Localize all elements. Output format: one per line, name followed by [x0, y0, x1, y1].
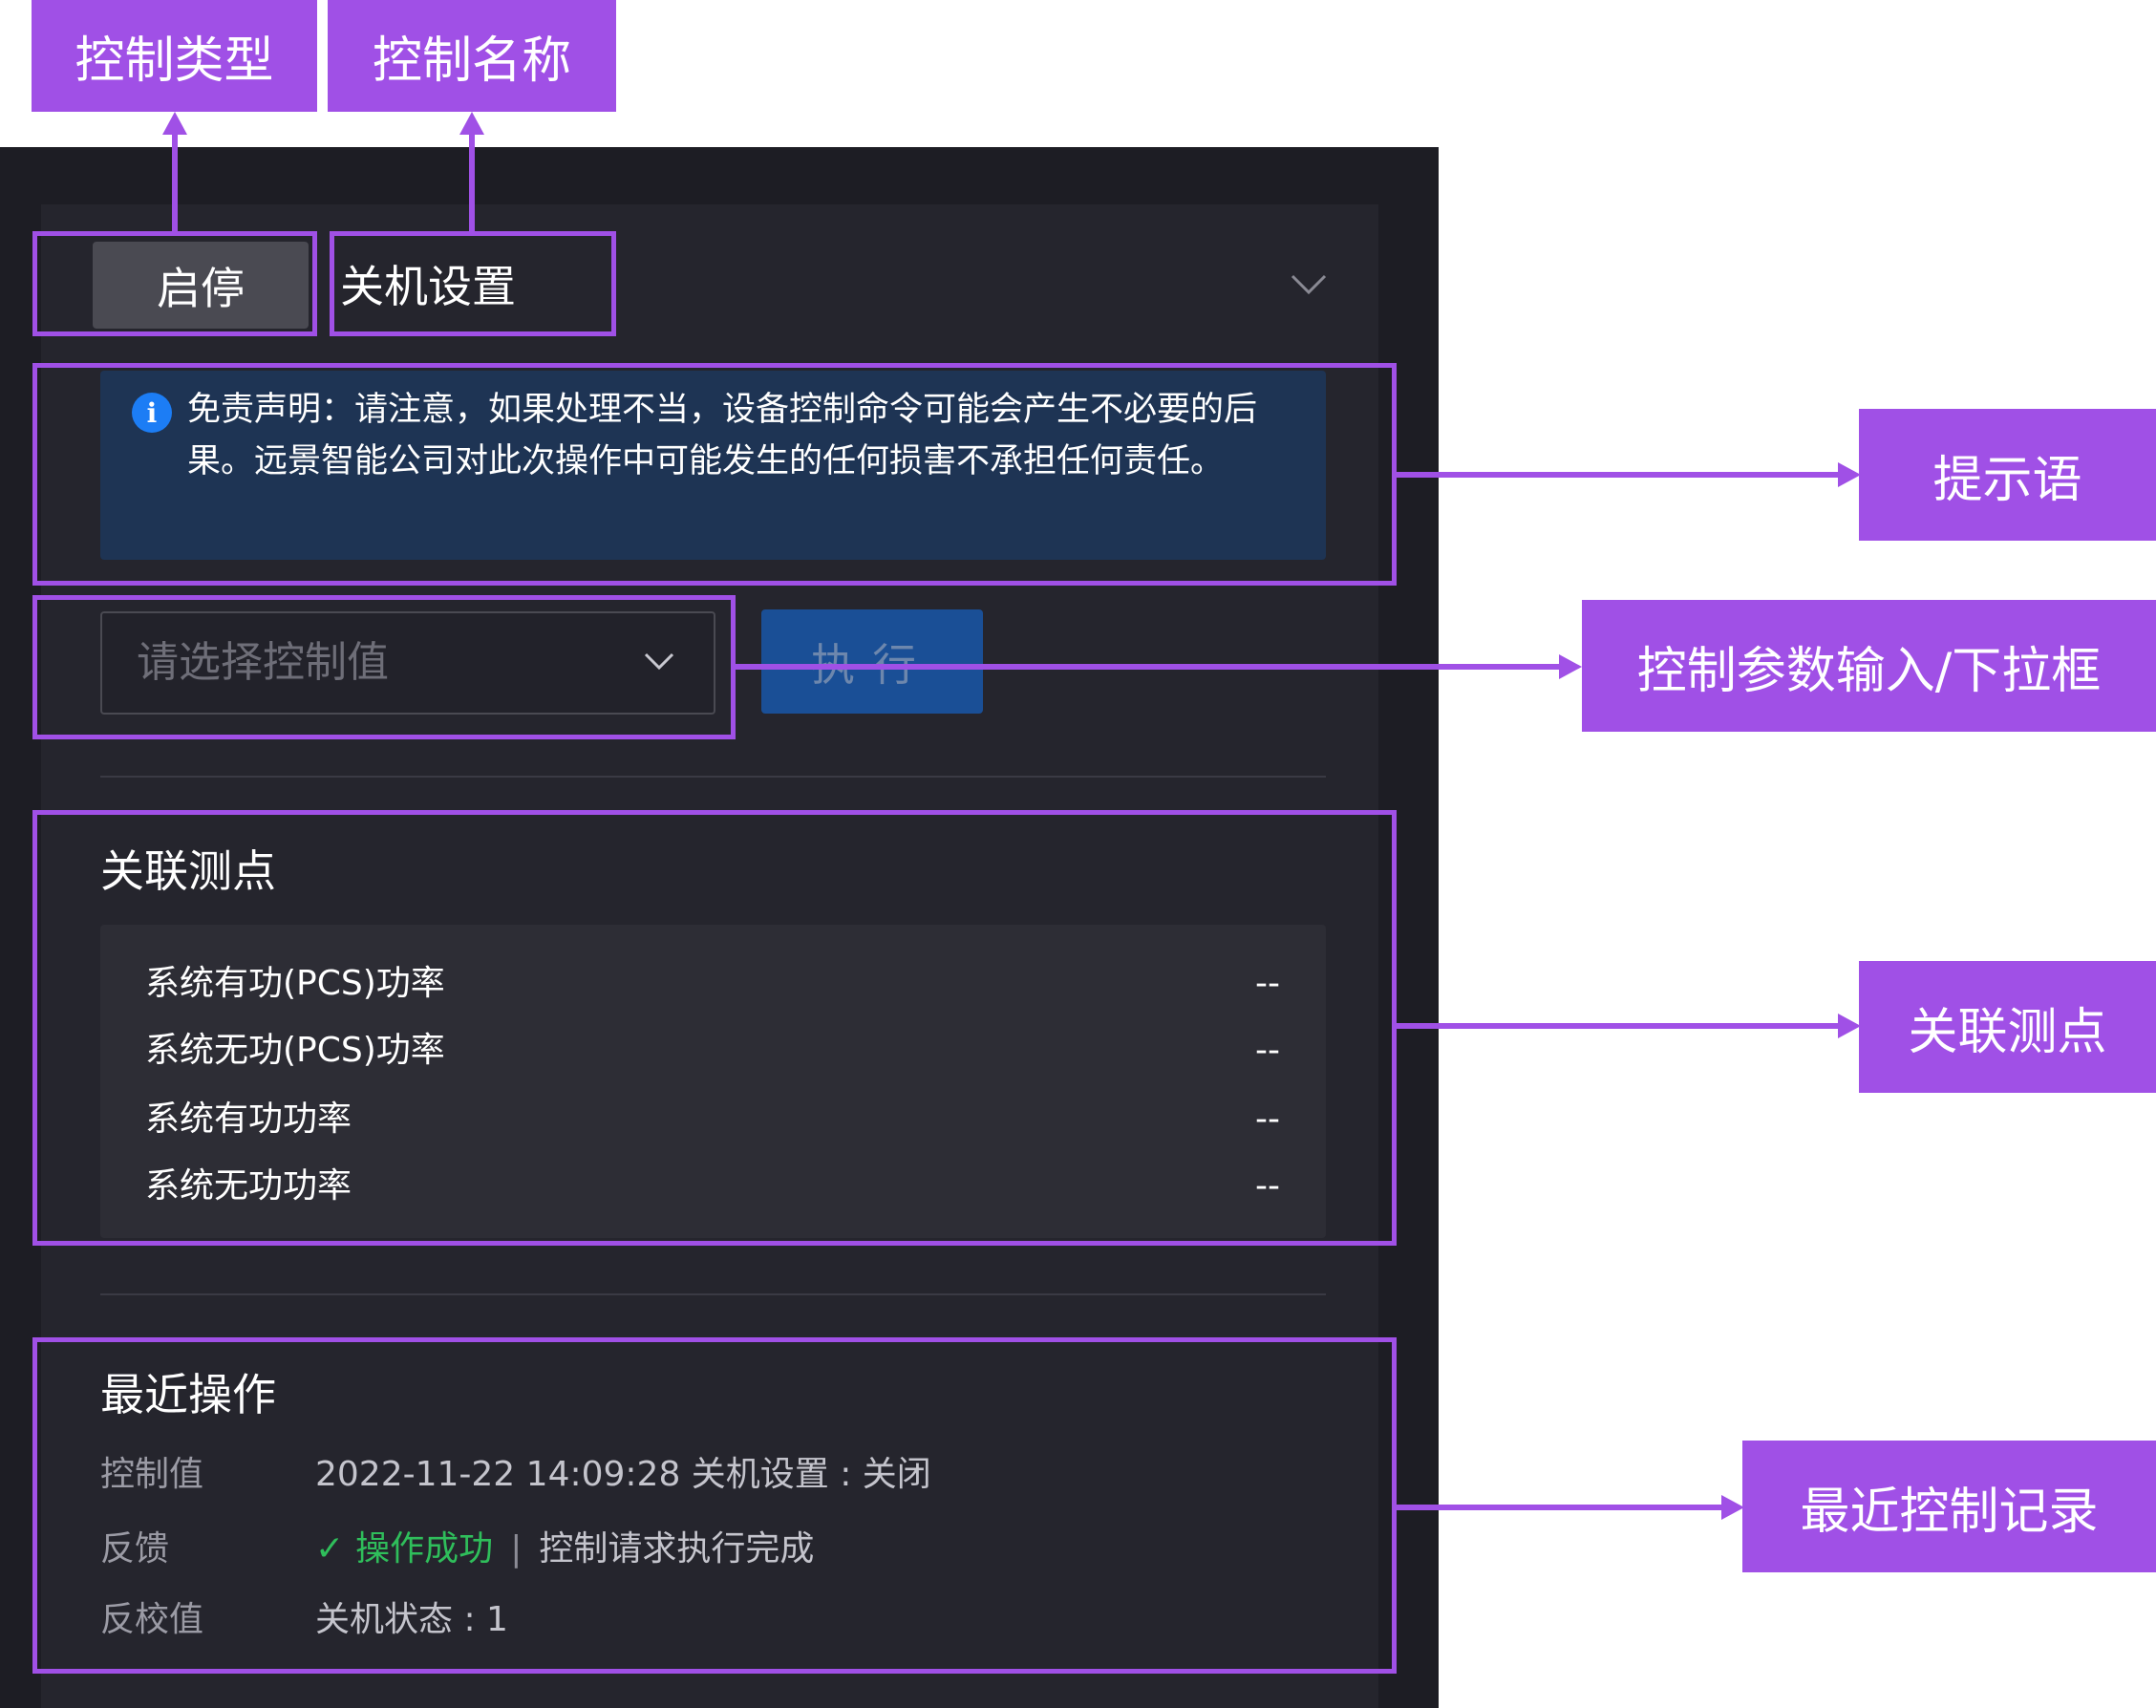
annotation-arrow — [172, 132, 178, 233]
related-points-title: 关联测点 — [100, 845, 276, 897]
arrow-head-icon — [162, 112, 187, 135]
disclaimer-notice — [100, 371, 1326, 560]
annotation-label-related: 关联测点 — [1859, 961, 2156, 1093]
readback-value: 关机状态 : 1 — [315, 1600, 508, 1639]
execute-button[interactable]: 执行 — [761, 609, 983, 714]
point-label: 系统无功功率 — [145, 1166, 352, 1206]
chevron-down-icon[interactable] — [638, 643, 680, 681]
list-item: 系统无功(PCS)功率 -- — [145, 1022, 1291, 1079]
control-name: 关机设置 — [340, 261, 516, 312]
arrow-head-icon — [1559, 654, 1582, 679]
arrow-head-icon — [1838, 462, 1861, 487]
annotation-arrow — [1397, 1505, 1733, 1510]
arrow-head-icon — [1721, 1495, 1744, 1520]
related-points-list — [100, 925, 1326, 1238]
disclaimer-text: 免责声明：请注意，如果处理不当，设备控制命令可能会产生不必要的后果。远景智能公司… — [187, 391, 1258, 480]
annotation-box-control-name — [330, 231, 616, 336]
annotation-arrow — [469, 132, 475, 233]
info-icon: i — [132, 393, 172, 433]
point-value: -- — [1255, 1166, 1280, 1206]
list-item: 系统有功功率 -- — [145, 1091, 1291, 1148]
point-label: 系统无功(PCS)功率 — [145, 1031, 445, 1070]
separator: | — [510, 1529, 523, 1569]
control-value-label: 控制值 — [100, 1455, 204, 1494]
control-value: 2022-11-22 14:09:28 关机设置 : 关闭 — [315, 1455, 931, 1494]
annotation-box-control-type — [32, 231, 317, 336]
annotation-box-recent — [32, 1337, 1397, 1674]
annotation-box-related — [32, 810, 1397, 1246]
control-value-select[interactable] — [100, 611, 715, 715]
annotation-label-recent: 最近控制记录 — [1742, 1441, 2156, 1572]
feedback-status: 操作成功 — [355, 1529, 494, 1569]
annotation-label-control-name: 控制名称 — [328, 0, 616, 112]
annotation-label-control-type: 控制类型 — [32, 0, 317, 112]
annotation-box-input — [32, 595, 736, 739]
readback-label: 反校值 — [100, 1600, 204, 1639]
point-label: 系统有功功率 — [145, 1100, 352, 1139]
point-value: -- — [1255, 1100, 1280, 1139]
control-type-tag: 启停 — [93, 242, 309, 329]
annotation-label-input: 控制参数输入/下拉框 — [1582, 600, 2156, 732]
arrow-head-icon — [1838, 1014, 1861, 1038]
check-icon: ✓ — [315, 1529, 345, 1569]
chevron-down-icon[interactable] — [1285, 263, 1333, 305]
arrow-head-icon — [459, 112, 484, 135]
annotation-label-notice: 提示语 — [1859, 409, 2156, 541]
feedback-label: 反馈 — [100, 1529, 170, 1569]
point-value: -- — [1255, 1031, 1280, 1070]
list-item: 系统无功功率 -- — [145, 1158, 1291, 1215]
annotation-arrow — [1397, 1023, 1849, 1029]
feedback-detail: 控制请求执行完成 — [539, 1529, 815, 1569]
point-value: -- — [1255, 964, 1280, 1003]
annotation-arrow — [736, 664, 1570, 670]
annotation-arrow — [1397, 472, 1849, 478]
list-item: 系统有功(PCS)功率 -- — [145, 955, 1291, 1013]
select-placeholder: 请选择控制值 — [137, 638, 389, 687]
divider — [100, 1293, 1326, 1295]
annotation-box-notice — [32, 363, 1397, 586]
feedback-value: ✓操作成功 | 控制请求执行完成 — [315, 1521, 814, 1570]
point-label: 系统有功(PCS)功率 — [145, 964, 445, 1003]
recent-operation-title: 最近操作 — [100, 1369, 276, 1420]
divider — [100, 776, 1326, 778]
